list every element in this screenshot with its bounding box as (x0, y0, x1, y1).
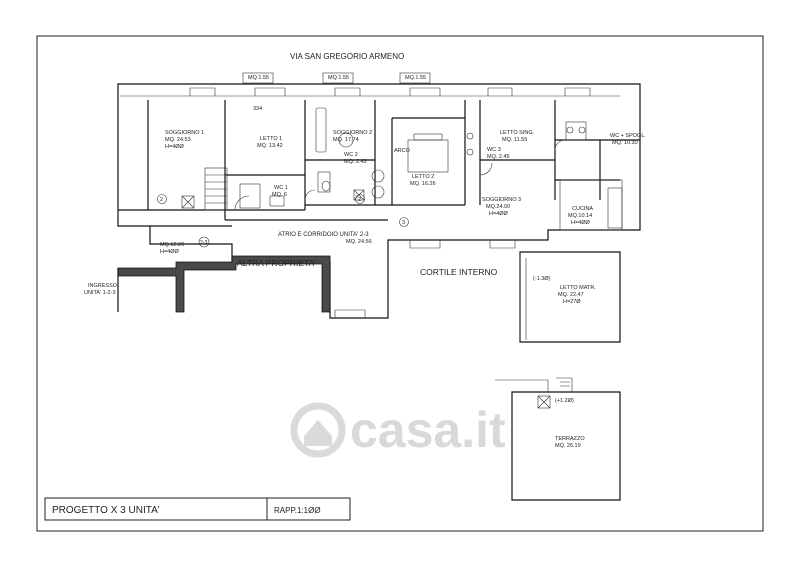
wc2-area: MQ. 2.43 (344, 159, 367, 165)
letto2-name: LETTO 2 (412, 174, 434, 180)
letto-matr-height: H=27Ø (563, 299, 581, 305)
soggiorno1-area: MQ. 24.53 (165, 137, 191, 143)
level-plus: (+1.2Ø) (555, 398, 574, 404)
altra-proprieta-outline (117, 255, 331, 313)
atrio-area: MQ. 24.56 (346, 239, 372, 245)
letto2-area: MQ. 16.26 (410, 181, 436, 187)
casa-watermark: casa.it (290, 402, 506, 458)
street-label: VIA SAN GREGORIO ARMENO (290, 52, 404, 61)
terrazzo-area (495, 377, 621, 501)
wc1-area: MQ. 6 (272, 192, 287, 198)
watermark-text: casa.it (350, 402, 506, 458)
terrazzo-name: TERRAZZO (555, 436, 585, 442)
soggiorno3-area: MQ.24.00 (486, 204, 510, 210)
soggiorno2-area: MQ. 17.74 (333, 137, 359, 143)
letto-matr-room (519, 251, 621, 343)
arco-label: ARCO (394, 148, 411, 154)
balcony-label-1: MQ.1.55 (248, 75, 269, 81)
project-title: PROGETTO X 3 UNITA' (52, 505, 160, 516)
dimension-334: 334 (253, 106, 262, 112)
cucina-name: CUCINA (572, 206, 593, 212)
letto-sing-area: MQ. 11.55 (502, 137, 527, 143)
wc3-name: WC 3 (487, 147, 501, 153)
level-minus: (-1.3Ø) (533, 276, 551, 282)
soggiorno3-name: SOGGIORNO 3 (482, 197, 521, 203)
wc1-name: WC 1 (274, 185, 288, 191)
ingresso-line1: INGRESSO (88, 283, 118, 289)
letto-matr-area: MQ. 22.47 (558, 292, 584, 298)
balconies: MQ.1.55 MQ.1.55 MQ.1.55 (242, 72, 431, 84)
letto-matr-name: LETTO MATR. (560, 285, 596, 291)
title-block: PROGETTO X 3 UNITA' RAPP.1:1ØØ (44, 497, 351, 521)
marker-2-3: 2-3 (200, 240, 207, 246)
letto1-area: MQ. 13.42 (257, 143, 283, 149)
marker-2b: 2 (358, 197, 361, 203)
soggiorno2-name: SOGGIORNO 2 (333, 130, 372, 136)
building-walls (117, 83, 641, 319)
cucina-area: MQ.10.14 (568, 213, 592, 219)
terrazzo-area-text: MQ. 26.19 (555, 443, 581, 449)
altra-proprieta-label: ALTRA PROPRIETA' (237, 258, 316, 268)
wc-spogl-area: MQ. 10.30 (612, 140, 638, 146)
room-labels: SOGGIORNO 1 MQ. 24.53 H=4ØØ 334 LETTO 1 … (84, 106, 646, 449)
cortile-interno-label: CORTILE INTERNO (420, 267, 498, 277)
ingresso-small-height: H=4ØØ (160, 249, 180, 255)
soggiorno1-height: H=4ØØ (165, 144, 185, 150)
scale-label: RAPP.1:1ØØ (274, 506, 321, 515)
cucina-height: H=4ØØ (571, 220, 591, 226)
marker-2a: 2 (160, 197, 163, 203)
wc-spogl-name: WC + SPOGL. (610, 133, 646, 139)
letto1-name: LETTO 1 (260, 136, 282, 142)
markers: 2 2 3 2-3 (157, 194, 409, 248)
ingresso-small-area: MQ.12.20 (160, 242, 184, 248)
wc3-area: MQ. 2.45 (487, 154, 510, 160)
staircase (204, 167, 228, 211)
letto-sing-name: LETTO SING. (500, 130, 535, 136)
atrio-name: ATRIO E CORRIDOIO UNITA' 2-3 (278, 232, 369, 238)
balcony-label-3: MQ.1.55 (405, 75, 426, 81)
wc2-name: WC 2 (344, 152, 358, 158)
marker-3: 3 (402, 220, 405, 226)
soggiorno1-name: SOGGIORNO 1 (165, 130, 204, 136)
ingresso-line2: UNITA' 1-2-3 (84, 290, 116, 296)
soggiorno3-height: H=4ØØ (489, 211, 509, 217)
balcony-label-2: MQ.1.55 (328, 75, 349, 81)
sheet-frame (36, 35, 764, 532)
